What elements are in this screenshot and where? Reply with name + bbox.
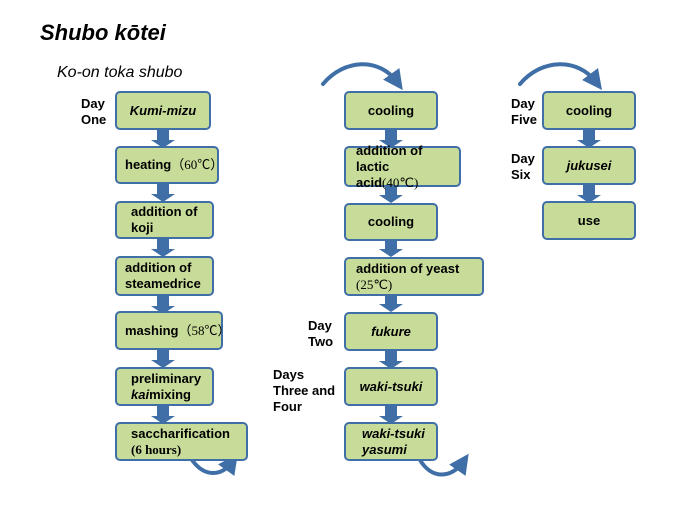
curved-arrow-icon bbox=[190, 453, 238, 476]
down-arrow-icon bbox=[577, 130, 601, 148]
step-waki-tsuki: waki-tsuki bbox=[344, 367, 438, 406]
step-preliminary-kai-mixing: preliminary kaimixing bbox=[115, 367, 214, 406]
column2-arrows bbox=[379, 130, 403, 424]
page-subtitle: Ko-on toka shubo bbox=[57, 64, 183, 81]
down-arrow-icon bbox=[577, 185, 601, 203]
step-fukure: fukure bbox=[344, 312, 438, 351]
step-cooling-3: cooling bbox=[542, 91, 636, 130]
step-mashing: mashing（58℃） bbox=[115, 311, 230, 350]
down-arrow-icon bbox=[379, 187, 403, 203]
curved-arrow-icon bbox=[518, 62, 603, 90]
down-arrow-icon bbox=[151, 350, 175, 368]
column3-arrows bbox=[577, 130, 601, 203]
step-addition-lactic-acid: addition of lactic acid(40℃) bbox=[344, 143, 461, 190]
curved-arrow-icon bbox=[418, 453, 469, 477]
down-arrow-icon bbox=[379, 406, 403, 424]
step-addition-yeast: addition of yeast (25℃) bbox=[344, 257, 484, 296]
down-arrow-icon bbox=[151, 296, 175, 314]
down-arrow-icon bbox=[379, 296, 403, 312]
down-arrow-icon bbox=[151, 406, 175, 424]
curved-arrow-icon bbox=[321, 62, 403, 91]
curved-arrows bbox=[190, 62, 603, 477]
page-title: Shubo kōtei bbox=[40, 20, 166, 45]
down-arrow-icon bbox=[151, 184, 175, 202]
step-cooling-2: cooling bbox=[344, 203, 438, 241]
step-saccharification: saccharification (6 hours) bbox=[115, 422, 248, 461]
down-arrow-icon bbox=[151, 239, 175, 257]
step-cooling-1: cooling bbox=[344, 91, 438, 130]
down-arrow-icon bbox=[379, 351, 403, 369]
column1-arrows bbox=[151, 130, 175, 424]
step-heating: heating（60℃） bbox=[115, 146, 223, 184]
step-use: use bbox=[542, 201, 636, 240]
step-waki-tsuki-yasumi: waki-tsuki yasumi bbox=[344, 422, 438, 461]
down-arrow-icon bbox=[379, 130, 403, 148]
step-jukusei: jukusei bbox=[542, 146, 636, 185]
down-arrow-icon bbox=[151, 130, 175, 148]
step-kumi-mizu: Kumi-mizu bbox=[115, 91, 211, 130]
down-arrow-icon bbox=[379, 241, 403, 257]
